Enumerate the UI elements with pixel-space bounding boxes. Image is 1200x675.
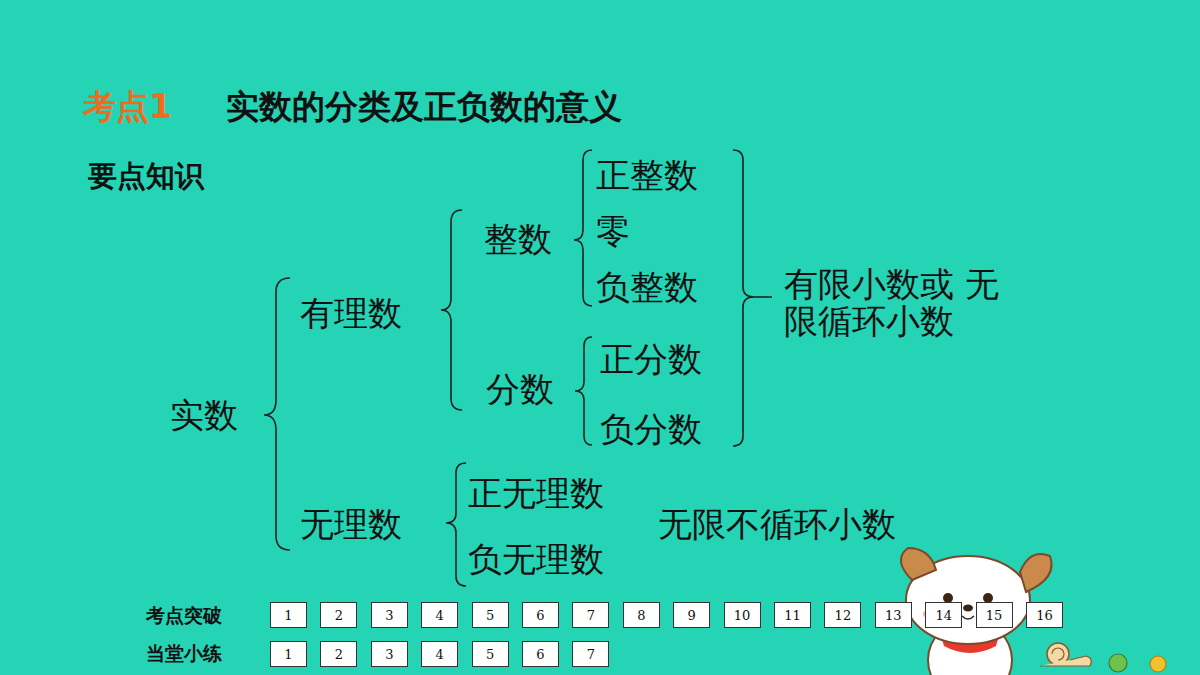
question-button: 2	[320, 602, 357, 628]
question-button: 2	[320, 641, 357, 667]
question-button: 4	[421, 602, 458, 628]
button-number: 7	[587, 647, 595, 662]
button-number: 5	[486, 608, 494, 623]
button-number: 6	[536, 647, 544, 662]
question-button: 13	[875, 602, 912, 628]
tree-branch: 整数	[484, 220, 552, 259]
tree-leaf: 正无理数	[468, 474, 604, 513]
tree-leaf: 负无理数	[468, 540, 604, 579]
question-button: 5	[472, 641, 509, 667]
section-heading: 要点知识	[88, 160, 204, 193]
button-number: 4	[436, 647, 444, 662]
question-button: 5	[472, 602, 509, 628]
question-button: 9	[673, 602, 710, 628]
tree-leaf: 负整数	[596, 268, 698, 307]
button-number: 5	[486, 647, 494, 662]
tree-leaf: 正分数	[600, 340, 702, 379]
tree-leaf: 负分数	[600, 410, 702, 449]
question-button: 6	[522, 641, 559, 667]
button-number: 12	[835, 608, 852, 623]
question-button: 6	[522, 602, 559, 628]
button-number: 8	[637, 608, 645, 623]
button-number: 2	[335, 608, 343, 623]
button-number: 1	[284, 608, 292, 623]
tree-note: 无限不循环小数	[658, 505, 896, 544]
button-number: 1	[284, 647, 292, 662]
question-button: 7	[572, 641, 609, 667]
question-button: 3	[371, 602, 408, 628]
button-number: 11	[784, 608, 801, 623]
question-button: 15	[976, 602, 1013, 628]
button-number: 3	[385, 608, 393, 623]
button-number: 9	[688, 608, 696, 623]
question-button: 8	[623, 602, 660, 628]
topic-number: 考点1	[83, 88, 172, 126]
question-button: 4	[421, 641, 458, 667]
tree-branch: 分数	[486, 370, 554, 409]
button-number: 14	[935, 608, 952, 623]
question-button: 10	[724, 602, 761, 628]
button-number: 16	[1036, 608, 1053, 623]
question-button: 3	[371, 641, 408, 667]
slide-title: 实数的分类及正负数的意义	[226, 88, 622, 126]
button-number: 10	[734, 608, 751, 623]
question-button: 16	[1026, 602, 1063, 628]
row-label: 考点突破	[146, 605, 222, 627]
tree-leaf: 正整数	[596, 156, 698, 195]
button-number: 6	[536, 608, 544, 623]
tree-leaf: 零	[596, 212, 630, 251]
button-number: 13	[885, 608, 902, 623]
question-button: 12	[824, 602, 861, 628]
button-number: 7	[587, 608, 595, 623]
row-label: 当堂小练	[146, 643, 222, 665]
question-button: 11	[774, 602, 811, 628]
button-number: 4	[436, 608, 444, 623]
tree-branch: 无理数	[300, 505, 402, 544]
question-button: 7	[572, 602, 609, 628]
question-button: 1	[270, 602, 307, 628]
snail-and-flowers	[1040, 643, 1166, 672]
question-button: 14	[925, 602, 962, 628]
button-number: 15	[986, 608, 1003, 623]
question-button: 1	[270, 641, 307, 667]
button-number: 2	[335, 647, 343, 662]
tree-note: 有限小数或 无限循环小数	[784, 266, 1029, 341]
button-number: 3	[385, 647, 393, 662]
tree-root: 实数	[170, 396, 238, 435]
tree-branch: 有理数	[300, 294, 402, 333]
